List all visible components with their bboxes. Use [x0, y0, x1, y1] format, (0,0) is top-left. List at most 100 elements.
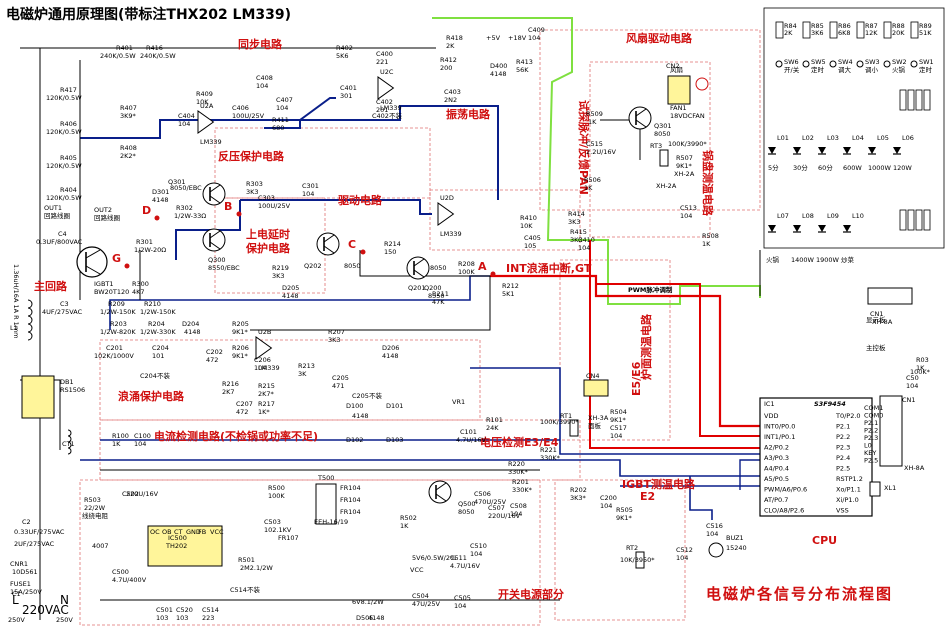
- display-resistor: [915, 209, 923, 231]
- label-dv: 4148: [352, 412, 369, 420]
- section-test-pulse: 试探脉冲/反馈PAN: [577, 100, 591, 195]
- label-r507v: 9K1*: [676, 162, 693, 170]
- label-c206: C206: [254, 356, 271, 364]
- label-r212: R212: [502, 282, 519, 290]
- section-sync: 同步电路: [238, 37, 283, 51]
- label-r204v: 1/2W-330K: [140, 328, 176, 336]
- ct-coil: [67, 429, 72, 437]
- section-pan-temp: 锅盘测温电路: [701, 150, 715, 217]
- label-c515v: 2.2U/16V: [586, 148, 617, 156]
- cpu-pin-right: P2.3: [836, 444, 850, 452]
- diode-body: [793, 147, 801, 154]
- label-c505: C505: [454, 594, 471, 602]
- label-c400v: 221: [376, 58, 388, 66]
- section-drive: 驱动电路: [338, 193, 383, 207]
- wire-a: [250, 276, 491, 331]
- label-r217v: 1K*: [258, 408, 270, 416]
- label-u2b-part: LM339: [258, 364, 280, 372]
- label-ic1: IC1: [764, 400, 775, 408]
- label-r407v: 3K9*: [120, 112, 137, 120]
- label-r220: R220: [508, 460, 525, 468]
- led-id: L08: [802, 212, 814, 220]
- label-r100k: 100K*: [910, 368, 931, 376]
- label-r216: R216: [222, 380, 239, 388]
- section-power-delay-2: 保护电路: [245, 241, 291, 255]
- label-r413: R413: [516, 58, 533, 66]
- label-d204: D204: [182, 320, 199, 328]
- diode-body: [818, 225, 826, 232]
- label-r303v: 3K3: [246, 188, 259, 196]
- cpu-pin-left: CLO/A8/P2.6: [764, 507, 804, 515]
- label-r208v: 100K: [458, 268, 475, 276]
- label-c4: C4: [58, 230, 67, 238]
- label-d501v: FR107: [278, 534, 299, 542]
- led-fn: 60分: [818, 163, 833, 172]
- label-r417v: 120K/0.5W: [46, 94, 82, 102]
- label-c406: C406: [232, 104, 249, 112]
- transistor-body: [202, 182, 226, 206]
- label-r500v: 100K: [268, 492, 285, 500]
- label-cnr1v: 10D561: [12, 568, 38, 576]
- label-l1: L1: [10, 324, 18, 332]
- label-c507v: 220U/16V: [488, 512, 521, 520]
- transistor-body: [316, 232, 340, 256]
- label-r303: R303: [246, 180, 263, 188]
- node-dot: [236, 211, 242, 217]
- switch-res-value: 6K8: [838, 29, 851, 37]
- ct-coil: [67, 447, 72, 455]
- led-icon: [843, 225, 851, 233]
- label-r202v: 3K3*: [570, 494, 587, 502]
- label-fuse: FUSE1: [10, 580, 31, 588]
- section-fan: 风扇驱动电路: [626, 31, 693, 45]
- label-r408v: 2K2*: [120, 152, 137, 160]
- label-c101: C101: [460, 428, 477, 436]
- label-c504: C504: [412, 592, 429, 600]
- node-label-c: C: [348, 238, 356, 251]
- label-d205v: 4148: [282, 292, 299, 300]
- switch-fn: 调大: [838, 65, 852, 74]
- label-c204v: 101: [152, 352, 164, 360]
- cpu-pin-right: P2.4: [836, 454, 850, 462]
- label-r220v: 330K*: [508, 468, 529, 476]
- section-main-board: 主控板: [866, 343, 886, 352]
- section-cpu: CPU: [812, 534, 837, 547]
- th202-pin: OB: [162, 528, 172, 536]
- label-c512v: 104: [676, 554, 688, 562]
- cpu-pin-right: P2.5: [836, 465, 850, 473]
- label-r03: R03: [916, 356, 929, 364]
- label-c407v: 104: [276, 104, 288, 112]
- label-zd501v: 5V6/0.5W/2%: [412, 554, 456, 562]
- label-c515: C515: [586, 140, 603, 148]
- led-id: L07: [777, 212, 789, 220]
- label-c3: C3: [60, 300, 69, 308]
- crystal-xl1: [869, 481, 881, 497]
- node-dot: [124, 263, 130, 269]
- transistor-q500: [428, 480, 452, 504]
- label-r500: R500: [268, 484, 285, 492]
- switch-fn: 开/关: [784, 65, 800, 74]
- label-c301: C301: [302, 182, 319, 190]
- mains-l-rating: 250V: [8, 616, 25, 624]
- label-r202: R202: [570, 486, 587, 494]
- node-dot: [360, 249, 366, 255]
- label-c404: C404: [178, 112, 195, 120]
- mains-n: N: [60, 593, 69, 607]
- opamp-u2c: [377, 76, 395, 100]
- switch-icon: [829, 60, 837, 68]
- inductor-coil: [27, 315, 33, 325]
- label-r302v: 1/2W-33Ω: [174, 212, 206, 220]
- transistor-collector: [635, 108, 647, 117]
- label-c517v: 104: [610, 432, 622, 440]
- transistor-body: [406, 256, 430, 280]
- label-c504v: 47U/25V: [412, 600, 440, 608]
- label-c506: C506: [474, 490, 491, 498]
- diode-body: [893, 147, 901, 154]
- label-r217: R217: [258, 400, 275, 408]
- label-c1v: 2UF/275VAC: [14, 540, 55, 548]
- switch-id: SW5: [811, 58, 826, 66]
- label-c514n: C514不装: [230, 585, 260, 594]
- label-r302: R302: [176, 204, 193, 212]
- switch-icon: [856, 60, 864, 68]
- transistor-q301: [202, 182, 226, 206]
- label-c500v: 4.7U/400V: [112, 576, 147, 584]
